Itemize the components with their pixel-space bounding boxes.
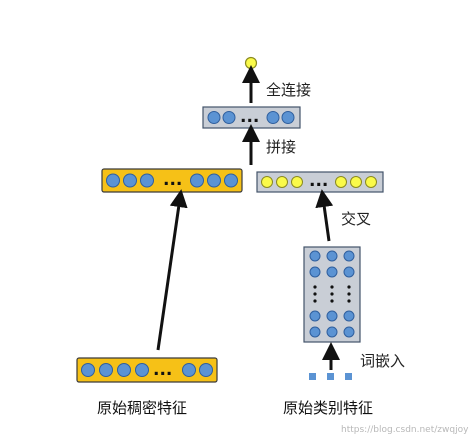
circle-node-icon — [343, 250, 355, 262]
circle-node-icon — [343, 310, 355, 322]
circle-node-icon — [140, 173, 154, 188]
ellipsis: ... — [309, 171, 328, 191]
circle-node-icon — [365, 176, 377, 188]
ellipsis-dot — [313, 292, 317, 296]
circle-node-icon — [99, 363, 113, 377]
concat-vector: ... — [202, 106, 301, 129]
circle-node-icon — [135, 363, 149, 377]
circle-node-icon — [350, 176, 362, 188]
circle-node-icon — [309, 310, 321, 322]
circle-node-icon — [309, 326, 321, 338]
circle-node-icon — [309, 250, 321, 262]
label-cross: 交叉 — [341, 210, 371, 228]
ellipsis-dot — [313, 285, 317, 289]
circle-node-icon — [276, 176, 288, 188]
label-concatenate: 拼接 — [266, 138, 296, 156]
ellipsis-dot — [330, 292, 334, 296]
circle-node-icon — [81, 363, 95, 377]
circle-node-icon — [309, 266, 321, 278]
circle-node-icon — [207, 111, 221, 124]
dense-vector-bottom: ... — [76, 357, 218, 383]
circle-node-icon — [190, 173, 204, 188]
embedding-matrix — [303, 246, 361, 343]
circle-node-icon — [326, 326, 338, 338]
cross-vector-mid: ... — [256, 171, 384, 193]
ellipsis-dot — [330, 299, 334, 303]
ellipsis: ... — [163, 170, 182, 190]
circle-node-icon — [291, 176, 303, 188]
circle-node-icon — [261, 176, 273, 188]
label-raw-categorical-features: 原始类别特征 — [283, 399, 373, 417]
dense-vector-mid: ... — [101, 168, 243, 193]
circle-node-icon — [335, 176, 347, 188]
circle-node-icon — [182, 363, 196, 377]
circle-node-icon — [222, 111, 236, 124]
circle-node-icon — [117, 363, 131, 377]
circle-node-icon — [224, 173, 238, 188]
up-arrow-icon — [156, 189, 188, 351]
up-arrow-icon — [315, 189, 334, 242]
circle-node-icon — [281, 111, 295, 124]
ellipsis: ... — [153, 360, 172, 380]
ellipsis-dot — [347, 299, 351, 303]
circle-node-icon — [326, 266, 338, 278]
embedding-square-icon — [345, 373, 352, 380]
circle-node-icon — [123, 173, 137, 188]
watermark: https://blog.csdn.net/zwqjoy — [341, 425, 469, 435]
ellipsis-dot — [347, 292, 351, 296]
embedding-square-icon — [327, 373, 334, 380]
output-node-icon — [244, 56, 258, 70]
circle-node-icon — [266, 111, 280, 124]
circle-node-icon — [343, 266, 355, 278]
circle-node-icon — [199, 363, 213, 377]
circle-node-icon — [106, 173, 120, 188]
circle-node-icon — [326, 310, 338, 322]
label-fully-connected: 全连接 — [266, 81, 311, 99]
circle-node-icon — [343, 326, 355, 338]
circle-node-icon — [207, 173, 221, 188]
ellipsis-dot — [330, 285, 334, 289]
embedding-square-icon — [309, 373, 316, 380]
label-raw-dense-features: 原始稠密特征 — [97, 399, 187, 417]
ellipsis-dot — [347, 285, 351, 289]
ellipsis: ... — [240, 107, 259, 127]
categorical-inputs — [309, 373, 352, 380]
label-word-embedding: 词嵌入 — [360, 352, 405, 370]
ellipsis-dot — [313, 299, 317, 303]
circle-node-icon — [326, 250, 338, 262]
